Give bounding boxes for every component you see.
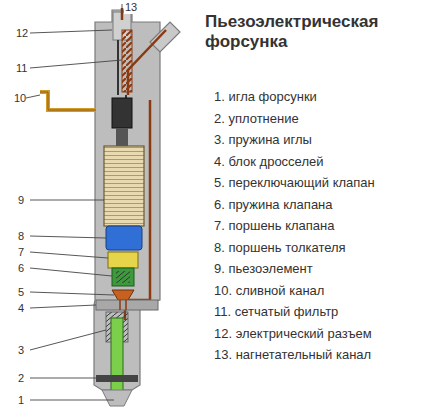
callout-number: 6 [18, 262, 24, 275]
callout-number: 2 [18, 372, 24, 385]
callout-number: 8 [18, 230, 24, 243]
legend-item: 2. уплотнение [214, 112, 299, 127]
diagram-title: Пьезоэлектрическая форсунка [205, 12, 410, 51]
legend-item: 3. пружина иглы [214, 133, 312, 148]
callout-number: 10 [14, 92, 26, 105]
legend-item: 4. блок дросселей [214, 155, 324, 170]
callout-number: 5 [18, 286, 24, 299]
callout-number: 1 [18, 394, 24, 407]
callout-number: 7 [18, 246, 24, 259]
legend-item: 6. пружина клапана [214, 198, 333, 213]
legend-item: 8. поршень толкателя [214, 241, 346, 256]
legend-item: 9. пьезоэлемент [214, 262, 313, 277]
legend-item: 7. поршень клапана [214, 219, 335, 234]
callout-number: 13 [124, 1, 138, 14]
legend-item: 13. нагнетательный канал [214, 348, 371, 363]
legend-item: 10. сливной канал [214, 284, 324, 299]
callout-number: 12 [16, 27, 28, 40]
callout-number: 4 [18, 302, 24, 315]
legend-item: 5. переключающий клапан [214, 176, 375, 191]
callout-number: 3 [18, 344, 24, 357]
legend-item: 12. электрический разъем [214, 327, 372, 342]
legend-item: 11. сетчатый фильтр [214, 305, 338, 320]
callout-number: 11 [16, 62, 27, 75]
legend-item: 1. игла форсунки [214, 90, 317, 105]
callout-number: 9 [18, 194, 24, 207]
